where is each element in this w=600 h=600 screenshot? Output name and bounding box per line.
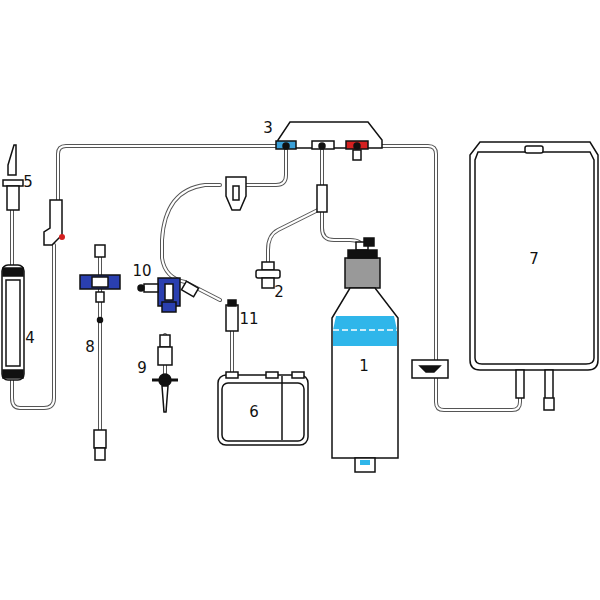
callout-number: 11 [239,312,258,327]
callout-number: 4 [25,331,35,346]
callout-number: 1 [359,359,369,374]
callout-number: 6 [249,405,259,420]
callout-number: 3 [263,121,273,136]
callout-number: 9 [137,361,147,376]
callout-number: 10 [132,264,151,279]
callout-number: 8 [85,340,95,355]
callout-number: 7 [529,252,539,267]
callout-number: 5 [23,175,33,190]
callout-number: 2 [274,285,284,300]
